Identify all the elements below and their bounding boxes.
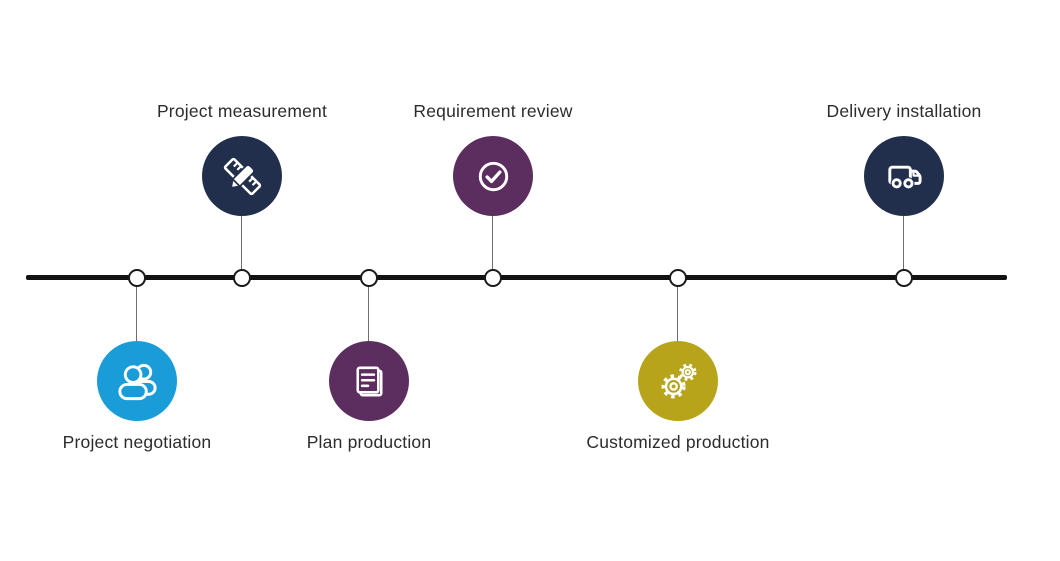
timeline-node <box>484 269 502 287</box>
gears-icon <box>661 362 697 398</box>
step-icon-circle <box>97 341 177 421</box>
truck-icon <box>887 165 922 189</box>
ruler-pencil-icon <box>223 157 261 195</box>
step-label: Customized production <box>586 432 770 452</box>
step-icon-circle <box>864 136 944 216</box>
step-icon-circle <box>453 136 533 216</box>
people-icon <box>117 363 157 400</box>
step-connector <box>136 287 137 341</box>
timeline-node <box>360 269 378 287</box>
timeline-node <box>895 269 913 287</box>
step-label: Project measurement <box>156 101 328 121</box>
step-icon-circle <box>202 136 282 216</box>
step-connector <box>368 287 369 341</box>
timeline-node <box>233 269 251 287</box>
timeline-axis <box>26 275 1007 280</box>
check-circle-icon <box>478 161 508 191</box>
step-label: Delivery installation <box>826 101 982 121</box>
step-icon-circle <box>638 341 718 421</box>
step-label: Requirement review <box>413 101 573 121</box>
timeline-node <box>669 269 687 287</box>
step-label: Project negotiation <box>62 432 212 452</box>
step-icon-circle <box>329 341 409 421</box>
step-connector <box>492 216 493 269</box>
step-connector <box>241 216 242 269</box>
step-connector <box>903 216 904 269</box>
step-connector <box>677 287 678 341</box>
timeline-node <box>128 269 146 287</box>
step-label: Plan production <box>306 432 432 452</box>
document-icon <box>355 366 383 396</box>
